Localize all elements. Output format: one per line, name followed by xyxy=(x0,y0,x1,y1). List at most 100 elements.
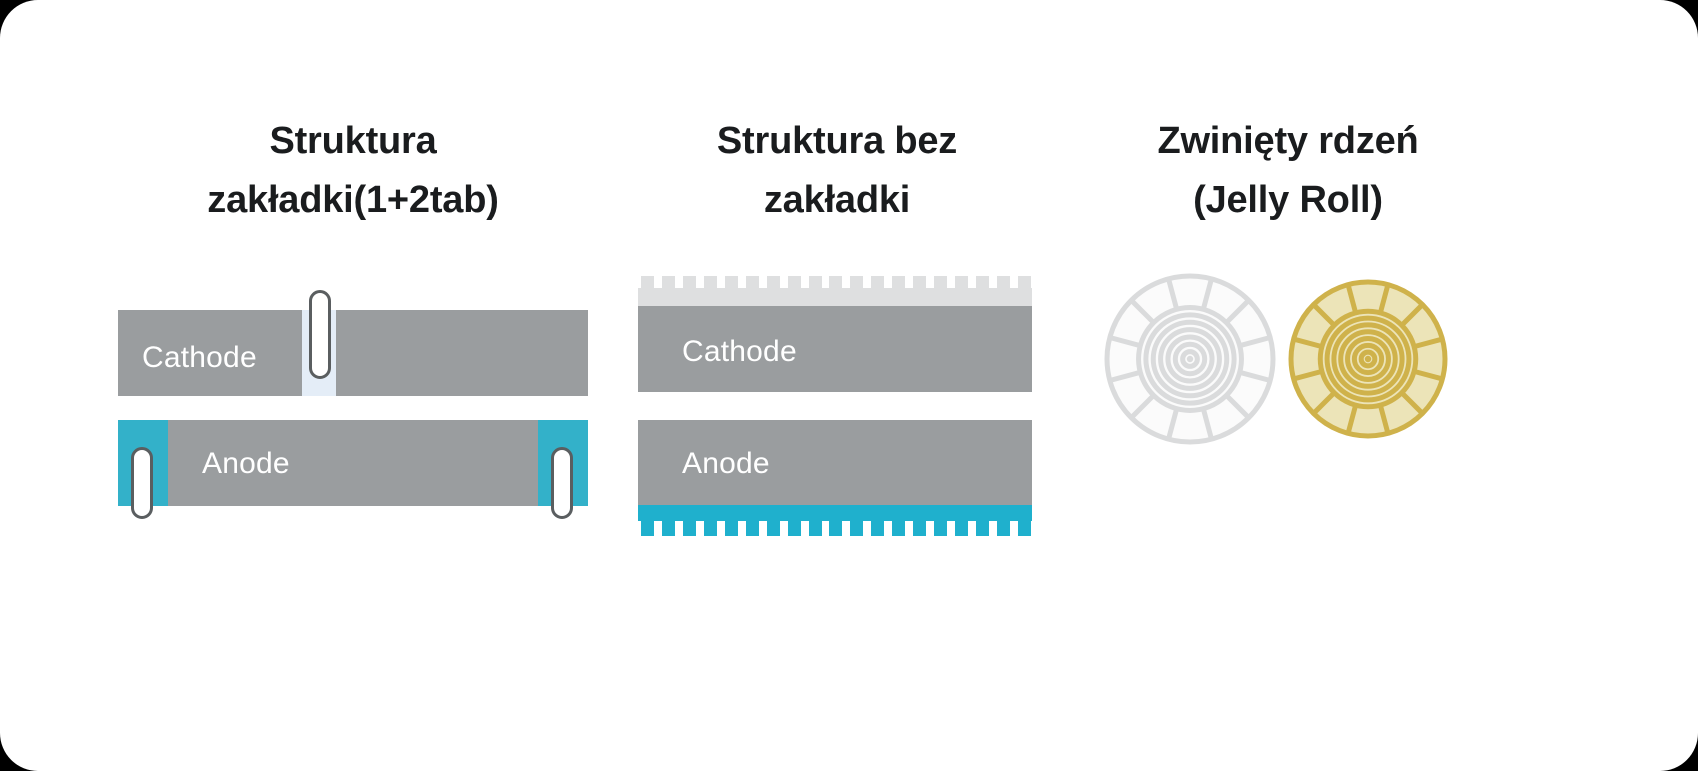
comb-tooth xyxy=(850,520,864,536)
roll-spoke xyxy=(1166,408,1180,440)
roll-spoke xyxy=(1345,283,1359,314)
tabbed-anode-label: Anode xyxy=(202,447,290,480)
tabbed-cathode-label: Cathode xyxy=(142,341,257,374)
tabbed-cathode-tab-icon xyxy=(309,290,331,379)
column-title-tabbed-line2: zakładki(1+2tab) xyxy=(207,178,499,221)
roll-center-dot xyxy=(1364,355,1372,363)
comb-tooth xyxy=(682,520,696,536)
comb-tooth xyxy=(913,520,927,536)
roll-ring xyxy=(1172,341,1208,377)
comb-tooth xyxy=(724,520,738,536)
roll-spoke xyxy=(1311,390,1337,416)
tabless-cathode-comb-teeth xyxy=(641,276,1031,289)
tabbed-cathode-bar xyxy=(118,310,588,396)
comb-tooth xyxy=(1017,520,1031,536)
column-title-tabbed: Struktura zakładki(1+2tab) xyxy=(118,112,588,230)
roll-ring xyxy=(1165,334,1215,384)
roll-spoke xyxy=(1166,278,1180,310)
roll-ring xyxy=(1158,327,1222,391)
column-title-jellyroll-line2: (Jelly Roll) xyxy=(1193,178,1383,221)
roll-spoke xyxy=(1292,368,1323,382)
roll-spoke xyxy=(1224,298,1251,325)
comb-tooth xyxy=(745,276,759,289)
comb-tooth xyxy=(996,520,1010,536)
comb-tooth xyxy=(996,276,1010,289)
roll-ring xyxy=(1331,322,1405,396)
roll-spoke xyxy=(1413,368,1444,382)
comb-tooth xyxy=(976,520,989,536)
tabless-cathode-bar xyxy=(638,306,1032,392)
comb-tooth xyxy=(892,520,906,536)
tabless-anode-bar xyxy=(638,420,1032,506)
roll-spoke xyxy=(1345,404,1359,435)
jellyroll-gray-svg xyxy=(1104,273,1276,445)
comb-tooth xyxy=(745,520,759,536)
column-title-tabless-line2: zakładki xyxy=(763,178,911,221)
comb-tooth xyxy=(934,276,948,289)
jellyroll-gray-icon xyxy=(1104,273,1276,450)
comb-tooth xyxy=(1017,276,1031,289)
comb-tooth xyxy=(661,520,675,536)
roll-ring xyxy=(1143,312,1237,406)
roll-ring xyxy=(1150,319,1230,399)
roll-spoke xyxy=(1399,302,1425,328)
roll-spoke xyxy=(1109,369,1141,383)
comb-tooth xyxy=(766,520,780,536)
tabbed-anode-tab-left-icon xyxy=(131,447,153,519)
roll-spoke xyxy=(1311,302,1337,328)
column-title-tabless-line1: Struktura bez xyxy=(716,120,958,162)
comb-tooth xyxy=(871,276,885,289)
tabless-anode-label: Anode xyxy=(682,447,770,480)
tabless-cathode-comb-base xyxy=(638,288,1032,307)
roll-ring xyxy=(1351,342,1385,376)
roll-spoke xyxy=(1129,298,1156,325)
comb-tooth xyxy=(703,276,717,289)
comb-tooth xyxy=(724,276,738,289)
roll-spoke xyxy=(1413,336,1444,350)
roll-center-dot xyxy=(1186,355,1194,363)
column-title-jellyroll: Zwinięty rdzeń (Jelly Roll) xyxy=(1088,112,1488,230)
comb-tooth xyxy=(703,520,717,536)
roll-ring xyxy=(1317,308,1419,410)
jellyroll-gold-svg xyxy=(1288,279,1448,439)
tabbed-anode-tab-right-icon xyxy=(551,447,573,519)
comb-tooth xyxy=(808,276,822,289)
roll-ring xyxy=(1180,349,1200,369)
comb-tooth xyxy=(892,276,906,289)
comb-tooth xyxy=(787,520,801,536)
comb-tooth xyxy=(829,520,843,536)
roll-ring xyxy=(1358,349,1378,369)
roll-spoke xyxy=(1109,335,1141,349)
comb-tooth xyxy=(976,276,989,289)
comb-tooth xyxy=(661,276,675,289)
column-title-jellyroll-line1: Zwinięty rdzeń xyxy=(1157,120,1419,162)
roll-spoke xyxy=(1129,393,1156,420)
comb-tooth xyxy=(871,520,885,536)
comb-tooth xyxy=(913,276,927,289)
roll-spoke xyxy=(1200,278,1214,310)
column-title-tabless: Struktura bez zakładki xyxy=(640,112,1034,230)
roll-ring xyxy=(1324,315,1412,403)
comb-tooth xyxy=(787,276,801,289)
comb-tooth xyxy=(808,520,822,536)
roll-spoke xyxy=(1377,283,1391,314)
comb-tooth xyxy=(682,276,696,289)
comb-tooth xyxy=(641,276,654,289)
roll-spoke xyxy=(1377,404,1391,435)
roll-spoke xyxy=(1399,390,1425,416)
roll-ring xyxy=(1338,329,1398,389)
comb-tooth xyxy=(934,520,948,536)
roll-ring xyxy=(1345,336,1391,382)
comb-tooth xyxy=(766,276,780,289)
roll-spoke xyxy=(1239,335,1271,349)
comb-tooth xyxy=(829,276,843,289)
jellyroll-gold-icon xyxy=(1288,279,1448,444)
roll-spoke xyxy=(1200,408,1214,440)
tabless-anode-comb-base xyxy=(638,505,1032,521)
comb-tooth xyxy=(955,520,969,536)
roll-spoke xyxy=(1292,336,1323,350)
tabless-anode-comb-teeth xyxy=(641,520,1031,536)
roll-spoke xyxy=(1224,393,1251,420)
